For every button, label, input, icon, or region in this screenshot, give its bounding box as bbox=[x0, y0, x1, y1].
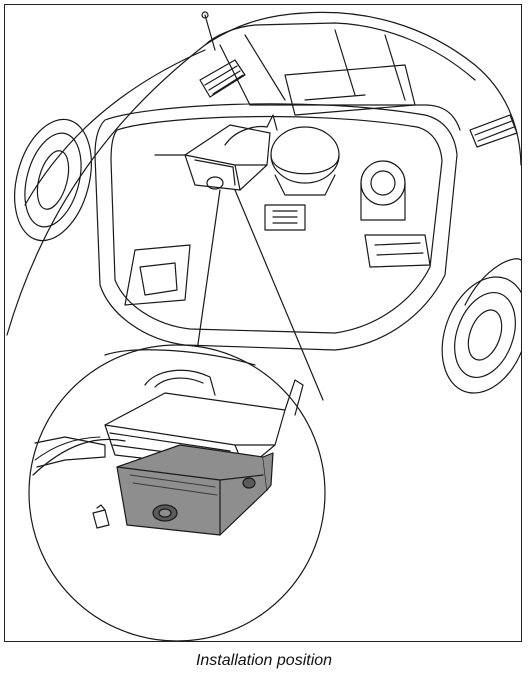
car-body bbox=[6, 11, 521, 394]
compartment-outline bbox=[94, 64, 458, 351]
control-unit-installed bbox=[154, 114, 278, 191]
highlighted-component bbox=[116, 444, 274, 536]
callout-leader-lines bbox=[194, 189, 324, 401]
illustration-frame bbox=[4, 4, 522, 642]
figure-caption: Installation position bbox=[195, 652, 333, 669]
engine-bay-illustration bbox=[6, 11, 521, 641]
